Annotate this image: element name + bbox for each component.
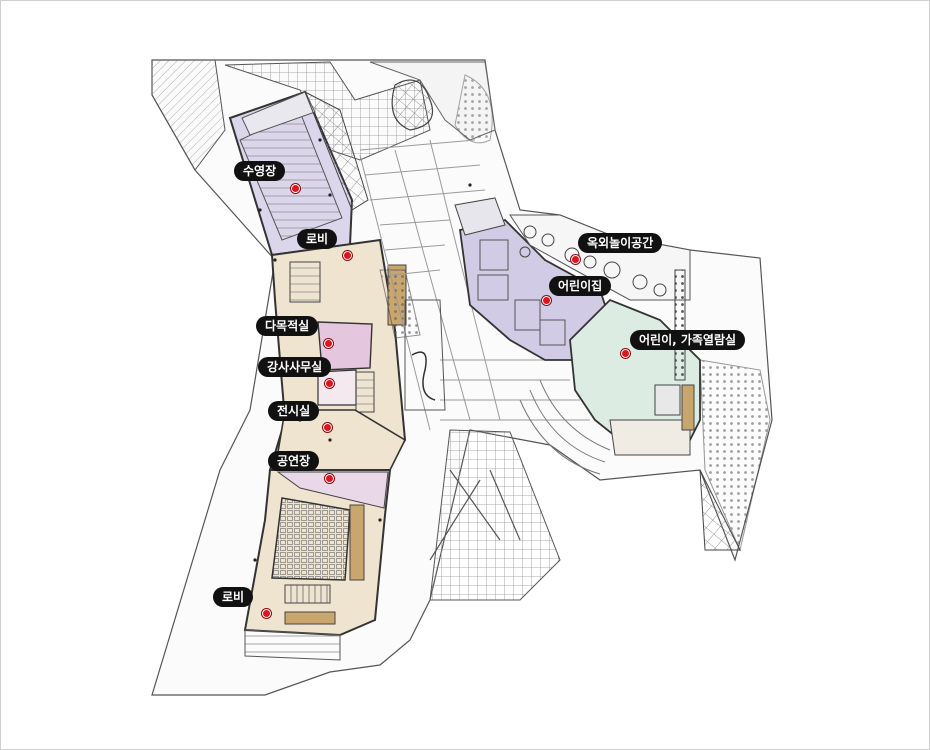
marker-multipurpose — [324, 339, 333, 348]
outdoor-play-area — [509, 214, 691, 301]
label-lobby-north[interactable]: 로비 — [297, 229, 338, 249]
label-theater[interactable]: 공연장 — [268, 451, 320, 471]
marker-theater — [325, 474, 334, 483]
label-daycare[interactable]: 어린이집 — [549, 276, 612, 296]
label-lobby-south[interactable]: 로비 — [213, 587, 254, 607]
multipurpose-room — [317, 321, 373, 371]
label-outdoor-play[interactable]: 옥외놀이공간 — [578, 233, 663, 253]
marker-outdoor-play — [571, 255, 580, 264]
label-multipurpose[interactable]: 다목적실 — [256, 316, 319, 336]
label-pool[interactable]: 수영장 — [234, 161, 286, 181]
marker-lobby-north — [343, 251, 352, 260]
marker-pool — [291, 184, 300, 193]
label-exhibition[interactable]: 전시실 — [268, 401, 320, 421]
marker-lobby-south — [262, 609, 271, 618]
marker-kids-reading — [621, 349, 630, 358]
theater-seating — [271, 497, 351, 581]
marker-exhibition — [323, 423, 332, 432]
marker-instructor-office — [325, 379, 334, 388]
label-instructor-office[interactable]: 강사사무실 — [258, 357, 332, 377]
marker-daycare — [542, 296, 551, 305]
label-kids-reading[interactable]: 어린이, 가족열람실 — [630, 330, 746, 350]
plaza-grid-south — [429, 429, 561, 601]
